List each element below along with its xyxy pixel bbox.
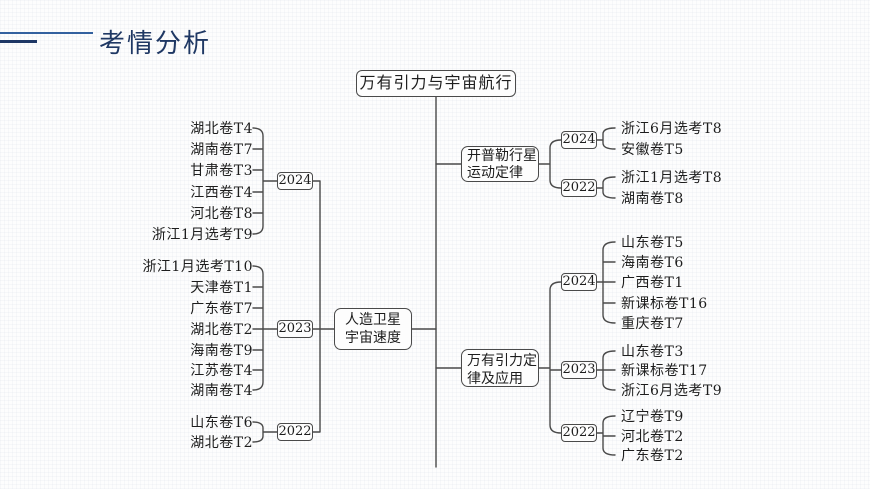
year-node-left-2023: 2023 xyxy=(277,320,313,338)
exam-item: 浙江1月选考T8 xyxy=(621,170,723,186)
header-rule xyxy=(0,32,93,34)
exam-item: 新课标卷T17 xyxy=(621,363,708,379)
exam-item: 江西卷T4 xyxy=(190,185,253,201)
left-year-spine xyxy=(312,180,335,433)
year-node-gravity-2022: 2022 xyxy=(561,424,597,442)
header-rule-accent xyxy=(0,40,37,43)
year-node-kepler-2024: 2024 xyxy=(561,131,597,149)
left-2023-bracket xyxy=(252,265,278,391)
page-title: 考情分析 xyxy=(99,28,212,58)
exam-item: 浙江1月选考T10 xyxy=(142,259,253,275)
exam-item: 浙江1月选考T9 xyxy=(151,227,253,243)
exam-item: 湖北卷T4 xyxy=(190,121,253,137)
branch-kepler-node: 开普勒行星 运动定律 xyxy=(461,146,539,182)
branch-gravity-node: 万有引力定 律及应用 xyxy=(461,349,539,387)
year-node-left-2022: 2022 xyxy=(277,423,313,441)
gravity-year-fork xyxy=(538,281,562,434)
left-2024-bracket xyxy=(252,127,278,235)
kepler-2024-bracket xyxy=(596,127,616,150)
exam-item: 广西卷T1 xyxy=(621,275,684,291)
branch-satellite-line1: 人造卫星 xyxy=(345,312,401,328)
left-2022-bracket xyxy=(252,421,278,443)
exam-item: 甘肃卷T3 xyxy=(190,163,253,179)
exam-item: 重庆卷T7 xyxy=(621,316,684,332)
year-node-gravity-2024: 2024 xyxy=(561,273,597,291)
branch-kepler-line2: 运动定律 xyxy=(467,165,523,181)
exam-item: 山东卷T6 xyxy=(190,415,253,431)
exam-item: 海南卷T6 xyxy=(621,255,684,271)
gravity-2024-bracket xyxy=(596,241,616,324)
exam-item: 河北卷T2 xyxy=(621,429,684,445)
kepler-2022-bracket xyxy=(596,176,616,199)
gravity-2023-bracket xyxy=(596,350,616,391)
exam-item: 天津卷T1 xyxy=(190,280,253,296)
branch-gravity-line1: 万有引力定 xyxy=(467,353,537,369)
year-node-left-2024: 2024 xyxy=(277,172,313,190)
exam-item: 新课标卷T16 xyxy=(621,296,708,312)
exam-item: 浙江6月选考T8 xyxy=(621,121,723,137)
exam-item: 海南卷T9 xyxy=(190,343,253,359)
branch-kepler-line1: 开普勒行星 xyxy=(467,148,537,164)
year-node-kepler-2022: 2022 xyxy=(561,179,597,197)
branch-satellite-line2: 宇宙速度 xyxy=(345,330,401,346)
exam-item: 湖南卷T7 xyxy=(190,142,253,158)
branch-lines xyxy=(411,163,462,369)
exam-item: 山东卷T3 xyxy=(621,344,684,360)
exam-item: 湖北卷T2 xyxy=(190,435,253,451)
exam-item: 浙江6月选考T9 xyxy=(621,383,723,399)
branch-satellite-node: 人造卫星 宇宙速度 xyxy=(334,308,412,350)
year-node-gravity-2023: 2023 xyxy=(561,361,597,379)
branch-gravity-line2: 律及应用 xyxy=(467,371,523,387)
kepler-year-fork xyxy=(538,139,562,189)
exam-item: 辽宁卷T9 xyxy=(621,409,684,425)
root-node: 万有引力与宇宙航行 xyxy=(356,70,516,97)
exam-item: 广东卷T7 xyxy=(190,301,253,317)
exam-item: 湖南卷T8 xyxy=(621,191,684,207)
exam-item: 广东卷T2 xyxy=(621,448,684,464)
exam-item: 安徽卷T5 xyxy=(621,142,684,158)
exam-item: 江苏卷T4 xyxy=(190,363,253,379)
exam-item: 山东卷T5 xyxy=(621,235,684,251)
exam-item: 河北卷T8 xyxy=(190,206,253,222)
gravity-2022-bracket xyxy=(596,415,616,456)
exam-item: 湖北卷T2 xyxy=(190,322,253,338)
exam-item: 湖南卷T4 xyxy=(190,383,253,399)
